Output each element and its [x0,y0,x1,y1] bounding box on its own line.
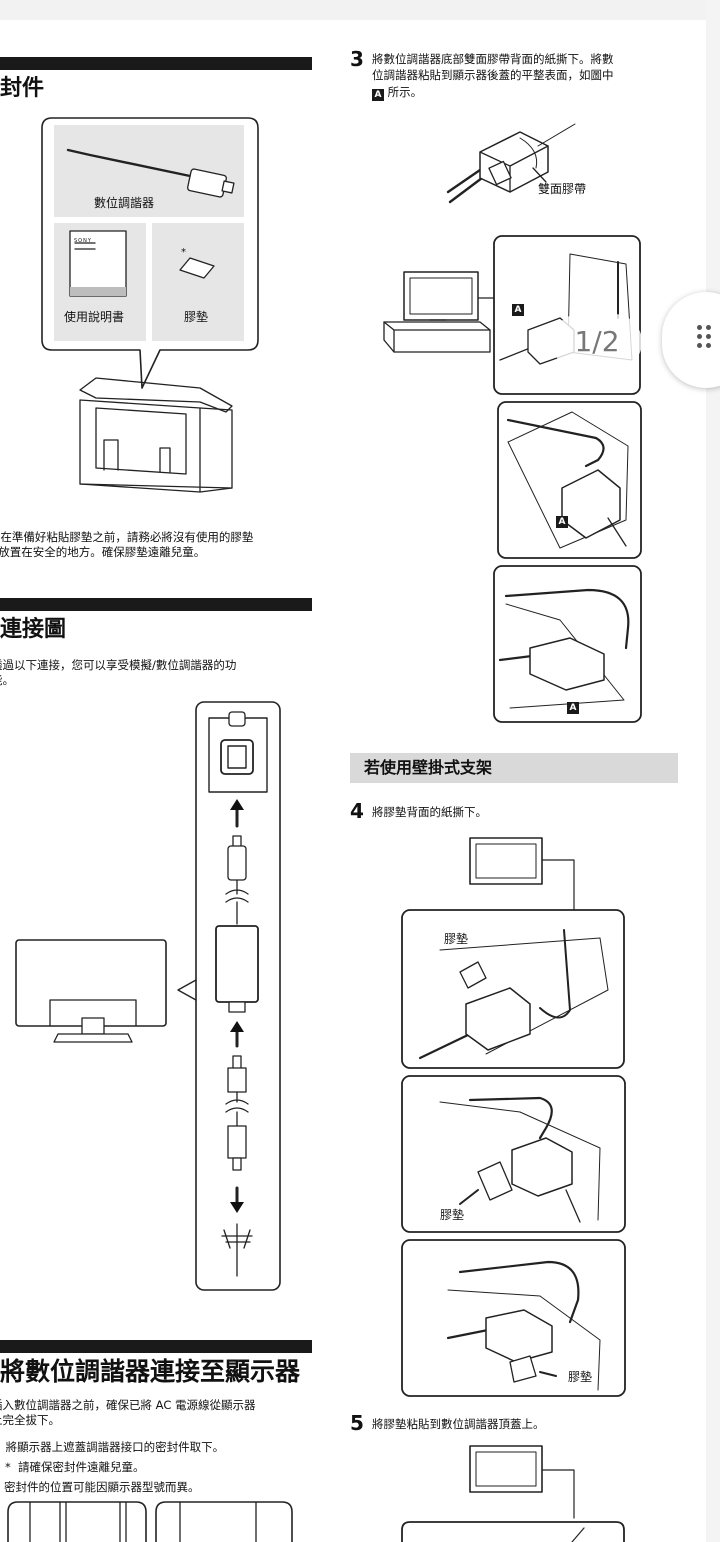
badge-a-panel-1: A [512,296,524,316]
step3-panels [493,235,642,723]
connect-note-1: * 請確保密封件遠離兒童。 [5,1460,145,1474]
section-bar-connect [0,1340,312,1353]
wall-mount-header-text: 若使用壁掛式支架 [364,758,493,777]
open-box-drawing [79,377,233,493]
connect-note-2: * 密封件的位置可能因顯示器型號而異。 [0,1480,200,1494]
section-bar-contents [0,57,312,70]
page-indicator: 1/2 [552,314,642,370]
step-3-line-1: 將數位調諧器底部雙面膠帶背面的紙撕下。將數 [372,52,614,66]
note-keep-pads-safe: * 在準備好粘貼膠墊之前，請務必將沒有使用的膠墊 放置在安全的地方。確保膠墊遠離… [0,530,254,559]
step-4-number: 4 [350,799,364,823]
step-5-number: 5 [350,1411,364,1435]
step5-drawings [401,1445,625,1542]
more-dots-icon [662,292,720,388]
label-pad: 膠墊 [184,310,209,324]
label-manual: 使用說明書 [64,310,125,324]
section-title-connect: 將數位調諧器連接至顯示器 [0,1357,301,1386]
section-title-contents: 封件 [0,76,45,101]
wall-mount-header: 若使用壁掛式支架 [350,753,678,783]
badge-a-panel-2: A [556,508,568,528]
step-3-line-3-text: 所示。 [387,85,423,99]
badge-a-panel-3: A [567,694,579,714]
label-pad-step4-b: 膠墊 [440,1208,465,1222]
label-tuner: 數位調諧器 [94,196,155,210]
connect-intro-text: 插入數位調諧器之前，確保已將 AC 電源線從顯示器 上完全拔下。 [0,1398,256,1427]
package-contents-callout [41,117,259,389]
tuner-tape-drawing [446,123,576,204]
page-indicator-text: 1/2 [574,325,620,358]
badge-a-inline: A [372,89,384,101]
step-3-line-3: A 所示。 [372,85,422,101]
section-bar-diagram [0,598,312,611]
step-3-line-2: 位調諧器粘貼到顯示器後蓋的平整表面，如圖中 [372,68,614,82]
tv-drawing-left [15,939,167,1043]
pad-asterisk: * [181,247,186,258]
label-pad-step4-c: 膠墊 [568,1370,593,1384]
tv-on-stand-drawing [383,271,495,353]
step-4-text: 將膠墊背面的紙撕下。 [372,805,487,819]
step-3-number: 3 [350,47,364,71]
step4-drawings [401,837,626,1397]
label-double-sided-tape: 雙面膠帶 [538,182,587,196]
manual-brand: SONY [74,238,92,244]
diagram-intro-text: 透過以下連接，您可以享受模擬/數位調諧器的功 能。 [0,658,237,687]
more-options-button[interactable] [662,292,720,388]
connection-diagram [177,701,281,1291]
viewer-top-bar [0,0,720,20]
label-pad-step4-a: 膠墊 [444,932,469,946]
step-5-text: 將膠墊粘貼到數位調諧器頂蓋上。 [372,1417,545,1431]
monitor-seal-drawings [7,1501,293,1542]
connect-step-1: 1 將顯示器上遮蓋調諧器接口的密封件取下。 [0,1440,225,1454]
section-title-diagram: 連接圖 [0,617,67,642]
